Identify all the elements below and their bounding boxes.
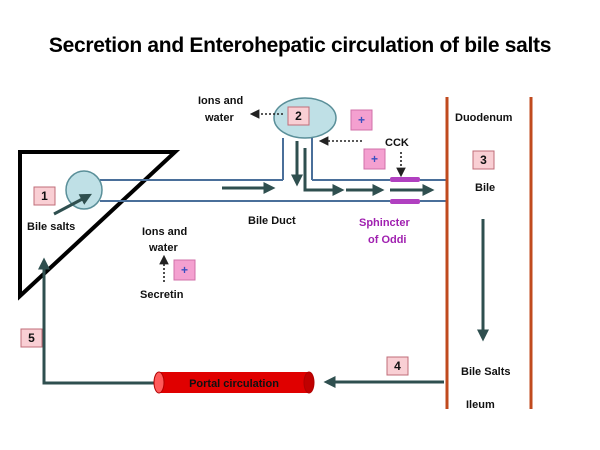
label-ions-water-top-line2: water bbox=[204, 112, 234, 124]
plus-sign-secretin: + bbox=[181, 263, 188, 277]
label-ions-water-top-line1: Ions and bbox=[198, 95, 243, 107]
plus-box-secretin: + bbox=[173, 259, 196, 281]
label-bile-salts-ileum: Bile Salts bbox=[461, 366, 511, 378]
plus-box-sphincter: + bbox=[363, 148, 386, 170]
arrow-portal-to-liver bbox=[38, 257, 159, 385]
label-secretin: Secretin bbox=[140, 289, 184, 301]
label-sphincter-line2: of Oddi bbox=[368, 234, 407, 246]
step-4-label: 4 bbox=[394, 359, 401, 373]
step-box-4: 4 bbox=[386, 356, 409, 376]
label-bile: Bile bbox=[475, 182, 495, 194]
label-duodenum: Duodenum bbox=[455, 112, 513, 124]
label-bile-duct: Bile Duct bbox=[248, 215, 296, 227]
label-cck: CCK bbox=[385, 137, 409, 149]
sphincter-bottom-bar bbox=[390, 199, 420, 204]
label-ileum: Ileum bbox=[466, 399, 495, 411]
label-ions-water-duct-line2: water bbox=[148, 242, 178, 254]
arrow-into-hepatocyte bbox=[53, 193, 92, 216]
step-box-5: 5 bbox=[20, 328, 43, 348]
portal-circulation: Portal circulation bbox=[153, 371, 315, 394]
plus-box-cholangiocyte: + bbox=[350, 109, 373, 131]
step-box-3: 3 bbox=[472, 150, 495, 170]
step-1-label: 1 bbox=[41, 189, 48, 203]
portal-circulation-label: Portal circulation bbox=[189, 378, 279, 390]
step-box-1: 1 bbox=[33, 186, 56, 206]
label-ions-water-duct-line1: Ions and bbox=[142, 226, 187, 238]
diagram-title: Secretion and Enterohepatic circulation … bbox=[48, 34, 552, 57]
sphincter-top-bar bbox=[390, 177, 420, 182]
plus-sign-cholangiocyte: + bbox=[358, 113, 365, 127]
step-3-label: 3 bbox=[480, 153, 487, 167]
step-box-2: 2 bbox=[287, 106, 310, 126]
step-5-label: 5 bbox=[28, 331, 35, 345]
step-2-label: 2 bbox=[295, 109, 302, 123]
plus-sign-sphincter: + bbox=[371, 152, 378, 166]
liver-shape bbox=[18, 150, 181, 301]
label-bile-salts-liver: Bile salts bbox=[27, 221, 75, 233]
hepatocyte-cell bbox=[65, 170, 103, 210]
arrow-branch-to-duct bbox=[303, 148, 345, 196]
label-sphincter-line1: Sphincter bbox=[359, 217, 410, 229]
